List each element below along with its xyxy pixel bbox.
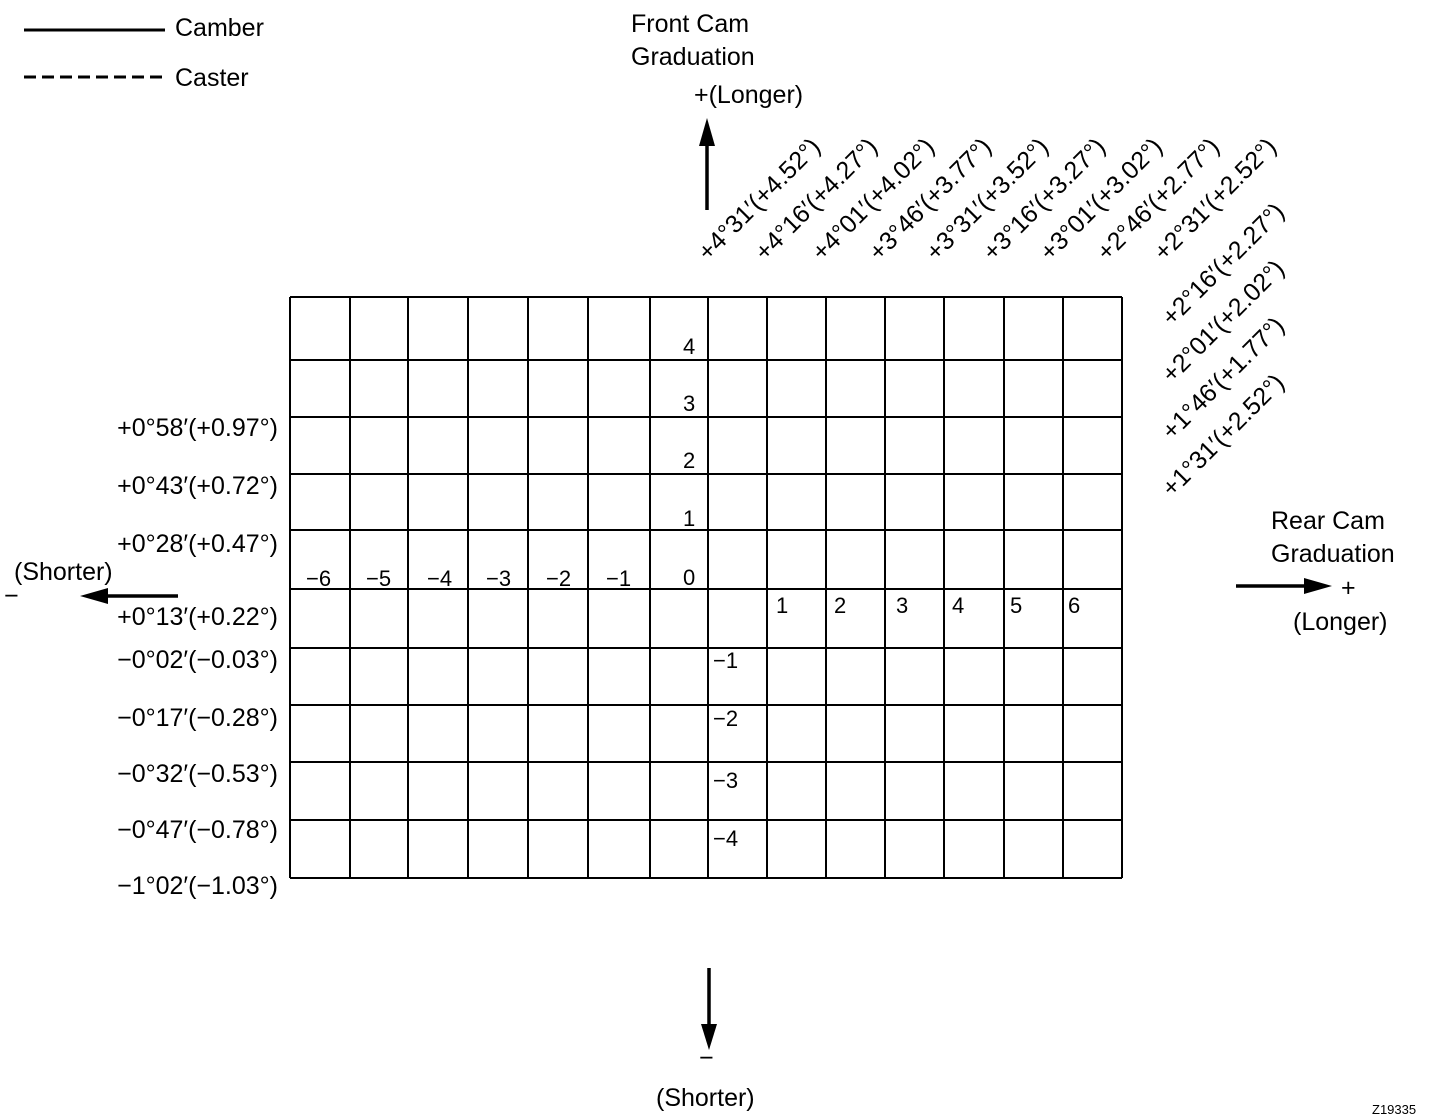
caster-value-labels: +4°31′(+4.52°) +4°16′(+4.27°) +4°01′(+4.… <box>692 133 1290 503</box>
legend-caster-label: Caster <box>175 64 249 92</box>
rear-cam-right-arrowhead <box>1304 578 1332 594</box>
camber-value-label: +0°13′(+0.22°) <box>117 603 278 631</box>
rear-grad-label: 5 <box>1010 593 1022 618</box>
rear-grad-label: −5 <box>366 566 391 591</box>
rear-grad-label: −3 <box>486 566 511 591</box>
front-cam-minus-text: (Shorter) <box>656 1084 755 1112</box>
rear-cam-left-arrowhead <box>80 588 108 604</box>
caster-line <box>637 270 1042 880</box>
camber-value-label: −0°17′(−0.28°) <box>117 704 278 732</box>
rear-grad-label: 1 <box>776 593 788 618</box>
rear-cam-minus-label: − <box>4 582 19 610</box>
rear-grad-label: 3 <box>896 593 908 618</box>
front-cam-title-line1: Front Cam <box>631 10 749 38</box>
camber-line <box>262 727 1122 819</box>
camber-line <box>262 612 1122 704</box>
front-grad-label: −4 <box>713 826 738 851</box>
front-grad-label: −1 <box>713 648 738 673</box>
rear-grad-label: −6 <box>306 566 331 591</box>
legend: Camber Caster <box>24 14 264 92</box>
front-cam-plus-label: +(Longer) <box>694 81 803 109</box>
rear-grad-label: −4 <box>427 566 452 591</box>
figure-code: Z19335 <box>1372 1102 1416 1117</box>
rear-grad-label: 2 <box>834 593 846 618</box>
caster-line <box>751 301 1156 880</box>
camber-value-labels: +0°58′(+0.97°) +0°43′(+0.72°) +0°28′(+0.… <box>117 414 278 900</box>
camber-value-label: −1°02′(−1.03°) <box>117 872 278 900</box>
camber-line <box>262 670 1122 762</box>
rear-cam-plus-text: (Longer) <box>1293 608 1388 636</box>
rear-cam-title-line1: Rear Cam <box>1271 507 1385 535</box>
camber-value-label: −0°02′(−0.03°) <box>117 646 278 674</box>
front-cam-title-line2: Graduation <box>631 43 755 71</box>
rear-cam-graduations: −6 −5 −4 −3 −2 −1 1 2 3 4 5 6 <box>306 566 1080 618</box>
caster-line <box>808 358 1213 880</box>
front-cam-graduations: 4 3 2 1 0 −1 −2 −3 −4 <box>683 334 738 851</box>
front-grad-label: −2 <box>713 706 738 731</box>
camber-value-label: −0°32′(−0.53°) <box>117 760 278 788</box>
camber-value-label: +0°28′(+0.47°) <box>117 530 278 558</box>
rear-cam-axis: Rear Cam Graduation + (Longer) (Shorter)… <box>4 507 1395 636</box>
caster-line <box>922 472 1327 880</box>
camber-value-label: +0°43′(+0.72°) <box>117 472 278 500</box>
camber-value-label: +0°58′(+0.97°) <box>117 414 278 442</box>
rear-grad-label: −1 <box>606 566 631 591</box>
front-grad-label: 0 <box>683 565 695 590</box>
front-grad-label: 2 <box>683 448 695 473</box>
graduation-grid <box>289 296 1123 879</box>
front-cam-minus-label: − <box>699 1044 714 1072</box>
front-cam-down-arrowhead <box>701 1024 717 1050</box>
caster-line <box>580 270 985 880</box>
rear-cam-plus-label: + <box>1341 574 1356 602</box>
legend-camber-label: Camber <box>175 14 264 42</box>
rear-cam-minus-text: (Shorter) <box>14 558 113 586</box>
front-cam-axis: Front Cam Graduation +(Longer) − (Shorte… <box>631 10 803 1112</box>
front-grad-label: 3 <box>683 391 695 416</box>
front-cam-up-arrowhead <box>699 118 715 146</box>
front-grad-label: 1 <box>683 506 695 531</box>
caster-line <box>466 270 871 880</box>
caster-line <box>694 270 1099 880</box>
rear-grad-label: 6 <box>1068 593 1080 618</box>
front-grad-label: −3 <box>713 768 738 793</box>
rear-grad-label: −2 <box>546 566 571 591</box>
front-grad-label: 4 <box>683 334 695 359</box>
camber-value-label: −0°47′(−0.78°) <box>117 816 278 844</box>
rear-cam-title-line2: Graduation <box>1271 540 1395 568</box>
rear-grad-label: 4 <box>952 593 964 618</box>
camber-line <box>262 784 1122 876</box>
